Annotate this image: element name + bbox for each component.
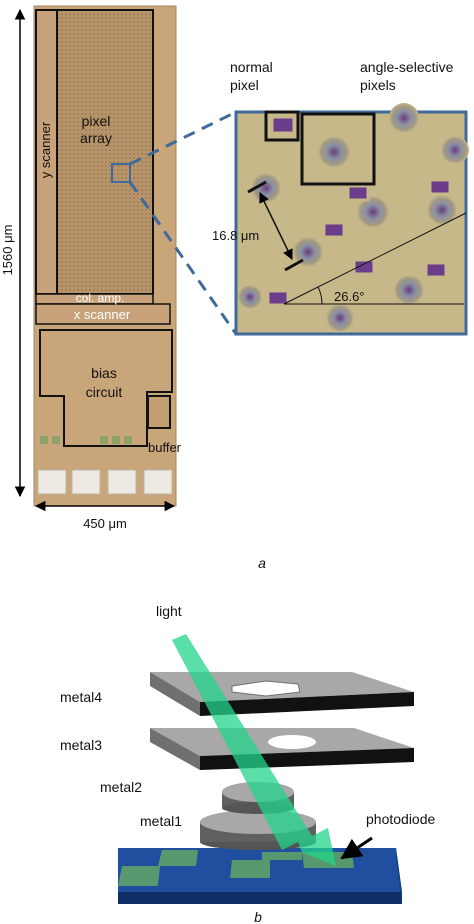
circuit-label: circuit xyxy=(86,384,123,400)
substrate xyxy=(118,848,402,904)
angle-selective-pixels xyxy=(238,103,469,332)
angle-selective-highlight xyxy=(300,112,376,186)
io-cells xyxy=(40,436,132,444)
zoom-guide-lines xyxy=(128,110,238,335)
light-label: light xyxy=(156,603,182,619)
chip-micrograph xyxy=(33,5,177,507)
col-amp-label: col. amp. xyxy=(76,291,125,305)
pitch-arrow xyxy=(259,192,293,260)
buffer-label: buffer xyxy=(148,440,182,455)
angle-label: 26.6° xyxy=(334,289,365,304)
caption-b: b xyxy=(254,909,262,924)
light-beam-arrow xyxy=(172,634,336,866)
zoom-source-box xyxy=(111,163,131,183)
pixel-array-label-1: pixel xyxy=(82,113,111,129)
metal3-layer xyxy=(150,728,414,770)
x-scanner-region xyxy=(35,303,171,325)
pitch-label: 16.8 μm xyxy=(212,228,259,243)
caption-a: a xyxy=(258,555,266,571)
metal3-label: metal3 xyxy=(60,737,102,753)
x-scanner-label: x scanner xyxy=(74,307,131,322)
angle-selective-label-1: angle-selective xyxy=(360,59,454,75)
height-dimension-label: 1560 μm xyxy=(0,225,15,276)
bias-circuit-region xyxy=(39,329,173,447)
width-dimension: 450 μm xyxy=(34,500,176,531)
angle-arc xyxy=(317,286,323,305)
pixel-inset xyxy=(234,103,469,336)
normal-pixel-label-1: normal xyxy=(230,59,273,75)
pitch-tick-2 xyxy=(284,258,304,272)
height-dimension: 1560 μm xyxy=(0,8,26,498)
photodiode-pointer xyxy=(340,836,373,860)
normal-pixels xyxy=(266,115,452,307)
buffer-region xyxy=(147,395,171,429)
pixel-array-region xyxy=(56,9,154,295)
pixel-array-label-2: array xyxy=(80,130,112,146)
normal-pixel-highlight xyxy=(264,110,300,142)
metal1-label: metal1 xyxy=(140,813,182,829)
width-dimension-label: 450 μm xyxy=(83,516,127,531)
bias-label: bias xyxy=(91,365,117,381)
metal4-label: metal4 xyxy=(60,689,102,705)
bond-pads xyxy=(37,469,173,495)
angle-selective-label-2: pixels xyxy=(360,77,396,93)
photodiode-label: photodiode xyxy=(366,811,436,827)
incidence-line xyxy=(283,212,467,305)
normal-pixel-label-2: pixel xyxy=(230,77,259,93)
pitch-tick-1 xyxy=(247,180,267,194)
metal2-label: metal2 xyxy=(100,779,142,795)
y-scanner-label: y scanner xyxy=(38,121,53,178)
metal4-layer xyxy=(150,672,414,716)
